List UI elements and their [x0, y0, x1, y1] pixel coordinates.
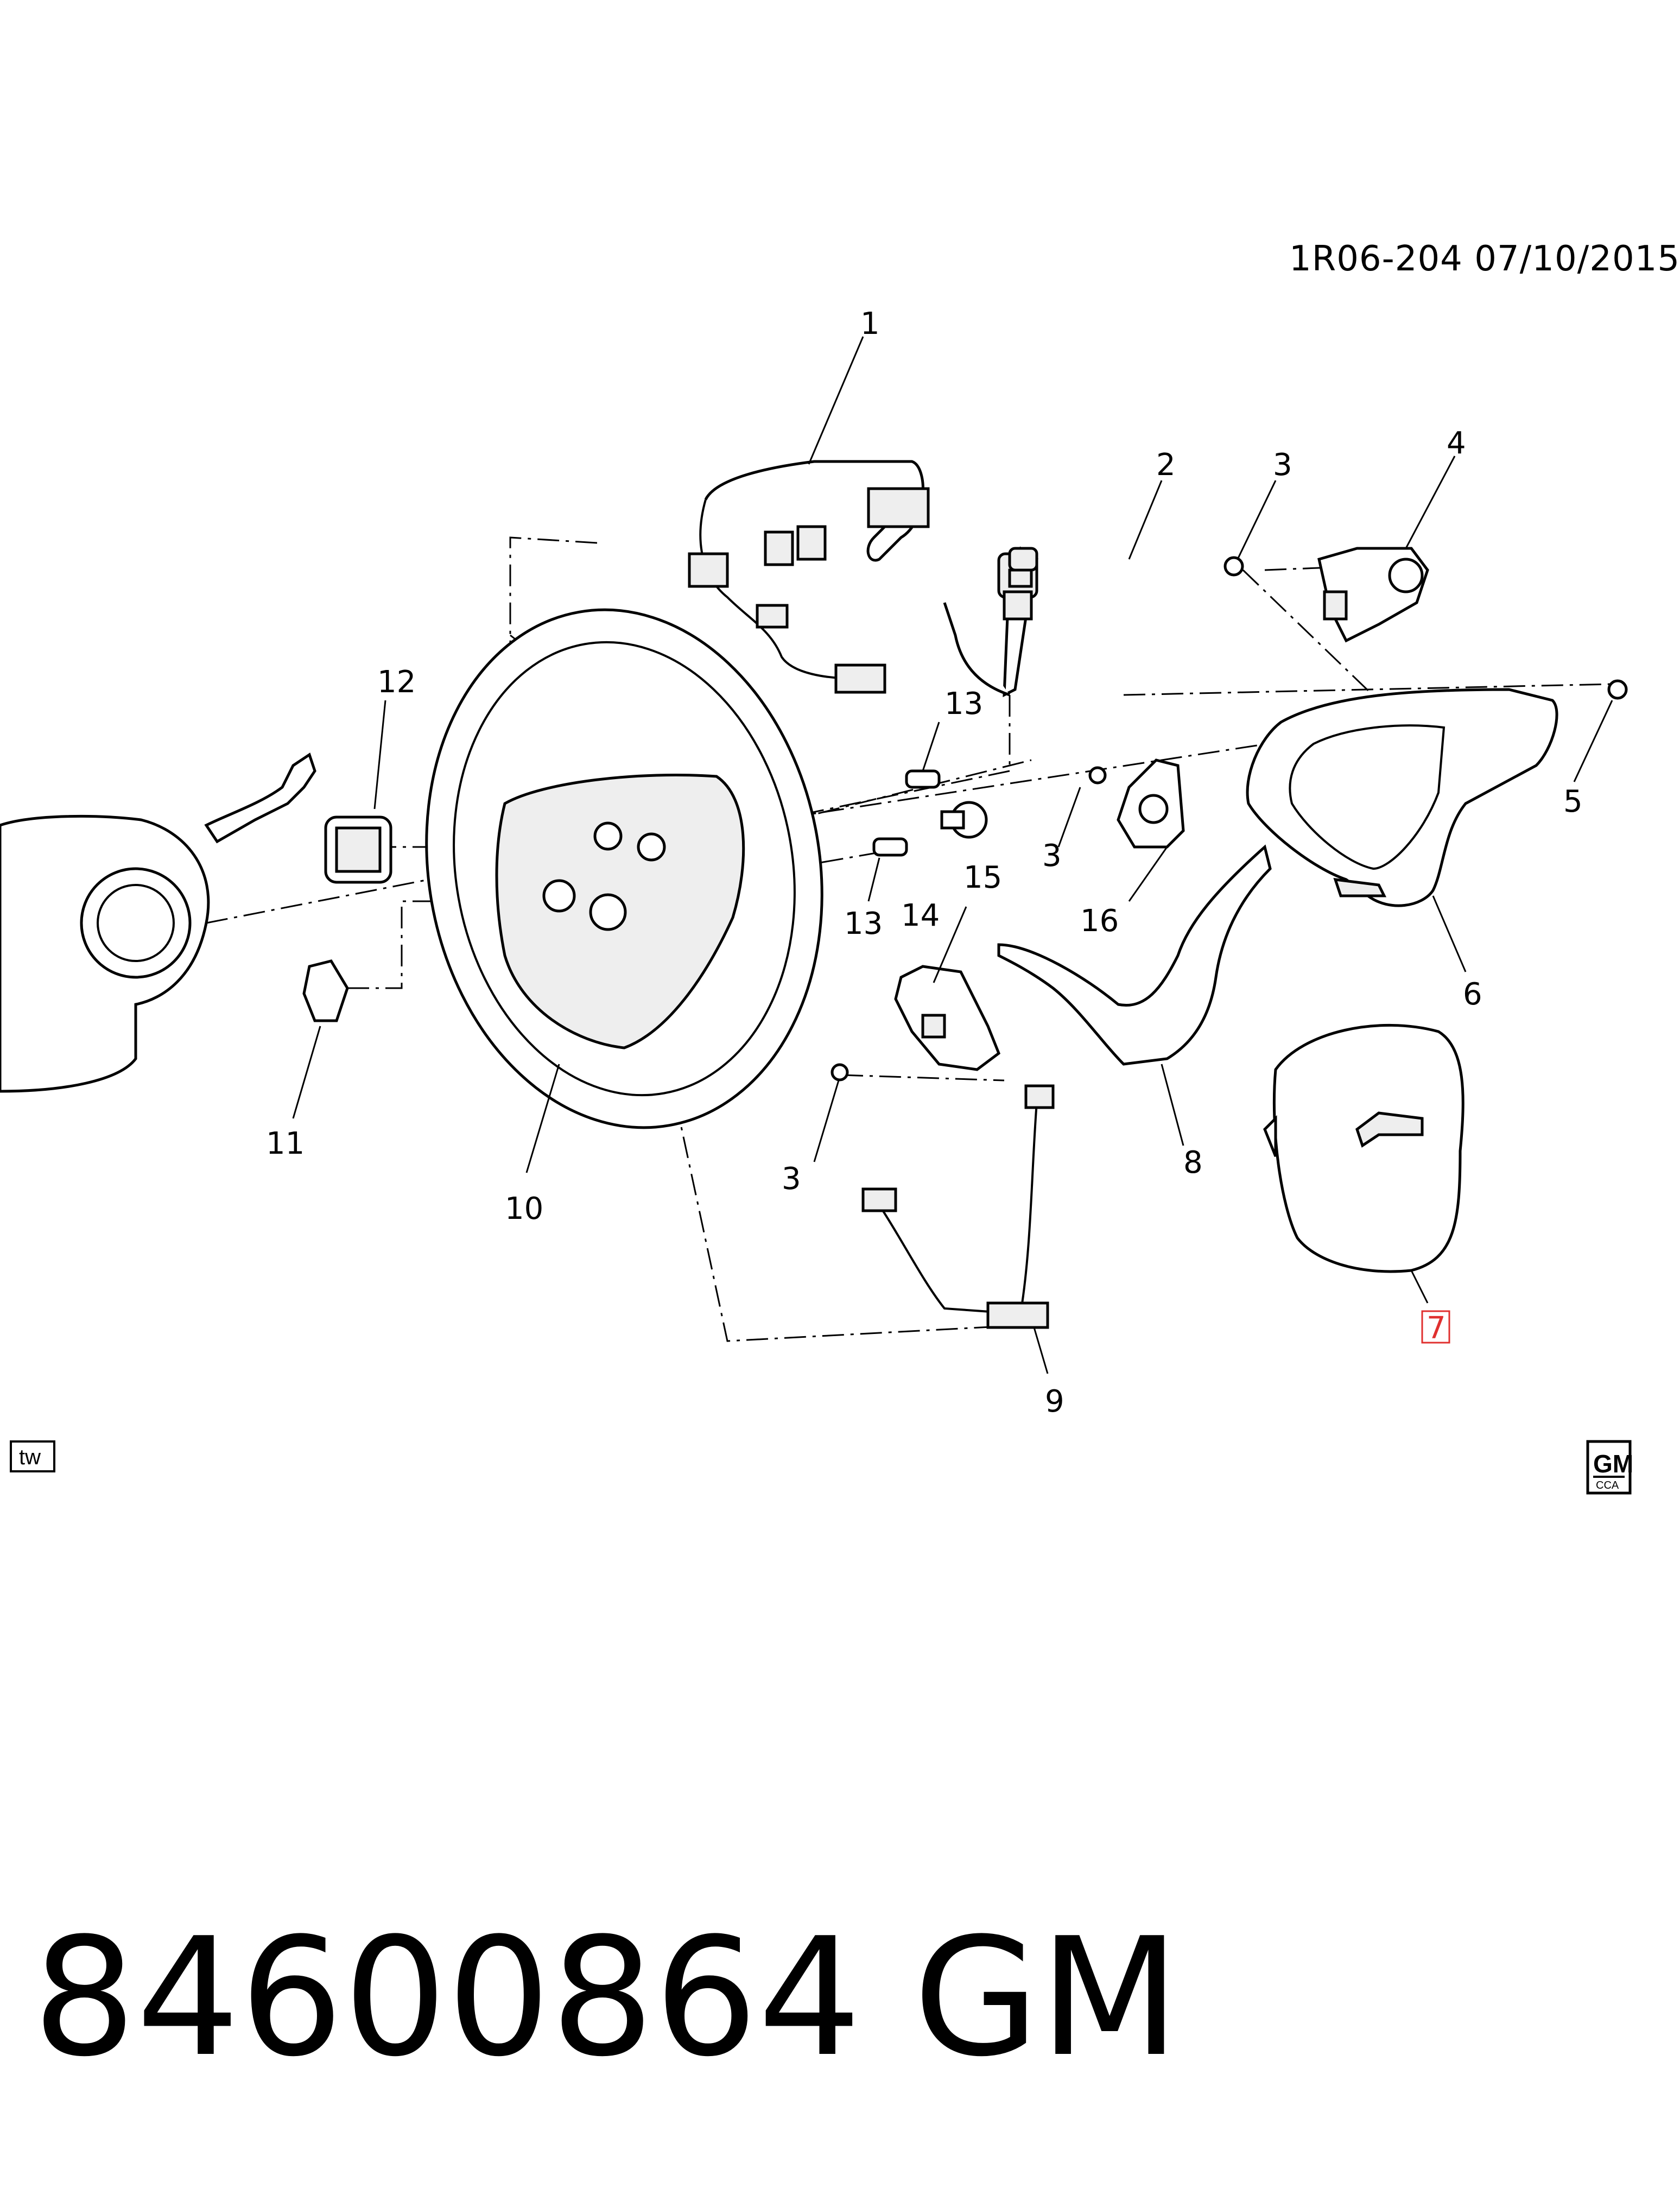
callout-13-top: 13	[944, 686, 983, 722]
bowtie-emblem	[1355, 1111, 1424, 1148]
part-10-steering-wheel	[425, 608, 823, 1129]
part-8-lower-trim	[997, 844, 1272, 1066]
part-3-screw-bottom	[831, 1063, 849, 1082]
part-2-switch-harness	[943, 546, 1038, 698]
part-number-label: 84600864 GM	[33, 1903, 1180, 2092]
part-4-right-switch	[1317, 547, 1429, 643]
part-14-bolt	[940, 801, 988, 839]
tw-badge: tw	[10, 1440, 55, 1472]
steering-wheel-exploded-diagram: 1 2 3 4 5 3 6 12 13 16 13 14 15 8 11 10 …	[0, 306, 1633, 1495]
callout-7-highlight-box	[1421, 1310, 1450, 1344]
callout-2: 2	[1156, 447, 1176, 483]
part-7-airbag-module	[1263, 1023, 1465, 1273]
part-16-center-switch	[1117, 758, 1185, 849]
callout-1: 1	[860, 306, 880, 342]
callout-15: 15	[963, 860, 1002, 895]
svg-text:CCA: CCA	[1596, 1479, 1619, 1491]
callout-10: 10	[505, 1191, 543, 1226]
part-6-upper-trim-bezel	[1246, 688, 1558, 907]
callout-6: 6	[1463, 977, 1482, 1012]
leader-lines	[292, 336, 1613, 1374]
part-13-screw-bottom	[872, 837, 908, 857]
callout-8: 8	[1183, 1145, 1203, 1180]
callout-3-middle: 3	[1042, 838, 1062, 874]
callout-14: 14	[901, 898, 940, 933]
part-5-bolt	[1607, 679, 1628, 700]
part-15-left-switch	[894, 965, 1001, 1071]
part-12-switch	[324, 815, 392, 884]
part-11-switch	[302, 959, 349, 1022]
callout-9: 9	[1045, 1384, 1064, 1419]
callout-16: 16	[1080, 903, 1119, 939]
part-13-screw-top	[905, 769, 941, 789]
callout-4: 4	[1447, 426, 1466, 461]
callout-3-bottom: 3	[782, 1161, 801, 1197]
callouts: 1 2 3 4 5 3 6 12 13 16 13 14 15 8 11 10 …	[266, 306, 1583, 1419]
diagram-reference-code: 1R06-204 07/10/2015	[1289, 239, 1680, 279]
svg-text:GM: GM	[1593, 1450, 1633, 1478]
part-1-wiring-harness	[688, 460, 930, 694]
part-3-screw-middle	[1088, 766, 1107, 785]
callout-5: 5	[1563, 784, 1583, 819]
steering-column-assembly	[0, 752, 316, 1093]
callout-7: 7	[1427, 1311, 1446, 1346]
part-3-screw-top	[1223, 556, 1244, 577]
callout-13-bottom: 13	[844, 906, 883, 941]
tw-badge-label: tw	[19, 1445, 41, 1469]
callout-11: 11	[266, 1126, 305, 1161]
gm-logo: GM CCA	[1586, 1440, 1633, 1495]
callout-12: 12	[377, 665, 416, 700]
part-9-airbag-harness	[861, 1084, 1055, 1329]
callout-3-top: 3	[1273, 447, 1292, 483]
